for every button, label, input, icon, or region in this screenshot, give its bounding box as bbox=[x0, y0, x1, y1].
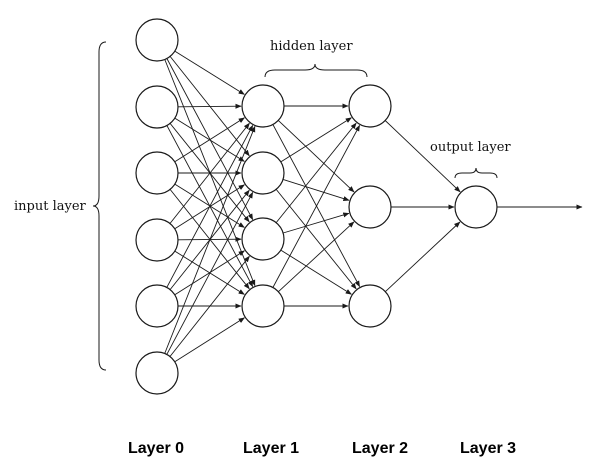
neuron-layer-0-5 bbox=[135, 351, 179, 395]
neuron-layer-0-2 bbox=[135, 151, 179, 195]
edge-l1n2-l2n1 bbox=[282, 212, 350, 234]
neuron-layer-1-3 bbox=[241, 284, 285, 328]
neuron-layer-0-3 bbox=[135, 218, 179, 262]
neuron-layer-2-1 bbox=[348, 185, 392, 229]
edge-l1n2-l2n0 bbox=[275, 122, 357, 223]
hidden-layer-brace bbox=[264, 63, 368, 78]
edge-l1n1-l2n0 bbox=[280, 117, 352, 163]
neuron-layer-1-0 bbox=[241, 84, 285, 128]
layer-3-label: Layer 3 bbox=[460, 440, 516, 457]
edge-l1n1-l2n2 bbox=[275, 189, 357, 290]
edge-l0n3-l1n0 bbox=[169, 122, 250, 224]
edge-l0n0-l1n2 bbox=[166, 58, 254, 221]
edge-l1n0-l2n1 bbox=[277, 120, 355, 193]
input-layer-brace bbox=[92, 41, 107, 371]
connections bbox=[164, 50, 461, 363]
neurons bbox=[135, 18, 498, 395]
edge-l1n2-l2n2 bbox=[280, 249, 352, 295]
edge-l0n5-l1n3 bbox=[174, 317, 245, 363]
neuron-layer-1-1 bbox=[241, 151, 285, 195]
neuron-layer-3-0 bbox=[454, 185, 498, 229]
edge-l2n2-l3n0 bbox=[384, 221, 461, 293]
layer-1-label: Layer 1 bbox=[243, 440, 299, 457]
edge-l1n3-l2n1 bbox=[278, 221, 355, 293]
layer-2-label: Layer 2 bbox=[352, 440, 408, 457]
edge-l0n0-l1n0 bbox=[174, 50, 245, 95]
input-layer-label: input layer bbox=[14, 199, 87, 214]
output-layer-label: output layer bbox=[430, 140, 511, 155]
edge-l1n3-l2n0 bbox=[272, 124, 360, 288]
output-layer-brace bbox=[454, 167, 498, 179]
edge-l0n5-l1n1 bbox=[166, 191, 254, 355]
neuron-layer-2-0 bbox=[348, 84, 392, 128]
neuron-layer-1-2 bbox=[241, 217, 285, 261]
neuron-layer-0-4 bbox=[135, 284, 179, 328]
edge-l2n0-l3n0 bbox=[384, 120, 461, 193]
layer-0-label: Layer 0 bbox=[128, 440, 184, 457]
neuron-layer-0-0 bbox=[135, 18, 179, 62]
edge-l0n5-l1n0 bbox=[164, 125, 256, 354]
edge-l0n5-l1n2 bbox=[169, 255, 250, 357]
edge-l0n4-l1n0 bbox=[166, 124, 254, 288]
neuron-layer-2-2 bbox=[348, 284, 392, 328]
edge-l0n1-l1n0 bbox=[177, 103, 242, 109]
edge-l0n2-l1n2 bbox=[174, 183, 245, 228]
edge-l0n2-l1n0 bbox=[174, 117, 245, 163]
neuron-layer-0-1 bbox=[135, 85, 179, 129]
hidden-layer-label: hidden layer bbox=[270, 39, 353, 54]
edge-l1n1-l2n1 bbox=[282, 178, 350, 201]
